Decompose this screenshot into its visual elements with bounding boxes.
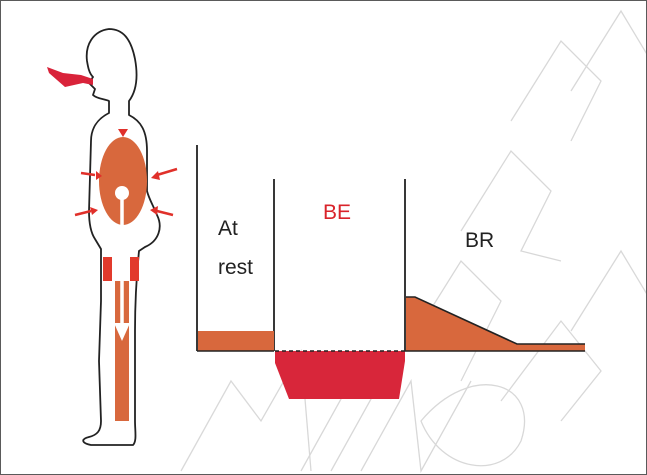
be-region: [275, 351, 405, 399]
watermark: [181, 11, 646, 471]
at-rest-label-line2: rest: [218, 255, 253, 281]
phase-dividers: [197, 145, 405, 351]
br-label: BR: [465, 228, 494, 254]
be-label: BE: [323, 200, 351, 226]
abdominal-block-left: [103, 257, 112, 281]
at-rest-label-line1: At: [218, 216, 238, 242]
at-rest-block: [198, 331, 274, 351]
abdominal-block-right: [130, 257, 139, 281]
mouthpiece-tube: [47, 67, 93, 87]
